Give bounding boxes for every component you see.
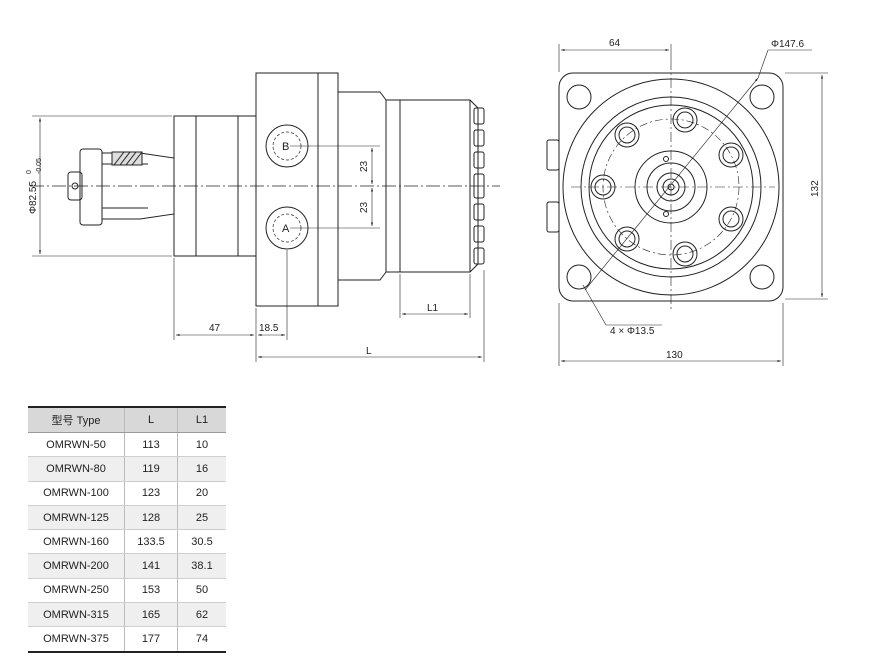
dim-23-upper: 23 — [359, 160, 370, 172]
dim-23-lower: 23 — [359, 201, 370, 213]
table-row: OMRWN-125 128 25 — [28, 505, 226, 531]
table-row: OMRWN-375 177 74 — [28, 626, 226, 653]
technical-drawing: Φ82.55 0 -0.05 47 18.5 L L1 23 23 B A — [26, 38, 828, 366]
dim-holes: 4 × Φ13.5 — [610, 326, 655, 337]
front-dimension-lines — [558, 44, 828, 366]
cell-type: OMRWN-160 — [28, 529, 125, 555]
cell-l1: 74 — [177, 626, 226, 653]
cell-type: OMRWN-315 — [28, 602, 125, 628]
cell-l1: 30.5 — [177, 529, 226, 555]
cell-l1: 25 — [177, 505, 226, 531]
side-view — [30, 72, 500, 362]
cell-l1: 20 — [177, 481, 226, 506]
housing — [255, 72, 485, 307]
dim-47: 47 — [209, 323, 221, 334]
table-row: OMRWN-160 133.5 30.5 — [28, 529, 226, 555]
cell-type: OMRWN-100 — [28, 481, 125, 506]
dim-132: 132 — [810, 180, 821, 197]
cell-l: 177 — [124, 626, 178, 653]
cell-l1: 10 — [177, 432, 226, 458]
dim-18-5: 18.5 — [259, 323, 279, 334]
table-row: OMRWN-80 119 16 — [28, 456, 226, 482]
dim-bolt-circle: Φ147.6 — [771, 39, 804, 50]
cell-type: OMRWN-80 — [28, 456, 125, 482]
cell-l1: 16 — [177, 456, 226, 482]
cell-type: OMRWN-250 — [28, 578, 125, 604]
dim-flange-dia: Φ82.55 — [28, 181, 39, 214]
cell-l: 123 — [124, 481, 178, 506]
port-a-label: A — [282, 223, 290, 235]
table-row: OMRWN-250 153 50 — [28, 578, 226, 604]
cell-l: 119 — [124, 456, 178, 482]
cell-l: 133.5 — [124, 529, 178, 555]
cell-type: OMRWN-125 — [28, 505, 125, 531]
table-row: OMRWN-200 141 38.1 — [28, 553, 226, 579]
front-view — [546, 44, 828, 366]
cell-l: 141 — [124, 553, 178, 579]
cell-l1: 62 — [177, 602, 226, 628]
header-l: L — [124, 406, 178, 433]
shaft — [67, 148, 175, 226]
side-dimension-lines — [32, 115, 485, 362]
dim-l: L — [366, 346, 372, 357]
cell-l: 113 — [124, 432, 178, 458]
table-row: OMRWN-315 165 62 — [28, 602, 226, 628]
header-type: 型号 Type — [28, 406, 125, 433]
port-b-label: B — [282, 141, 289, 153]
dim-flange-tol-upper: 0 — [26, 170, 33, 174]
dim-flange-tol-lower: -0.05 — [36, 158, 43, 174]
table-row: OMRWN-50 113 10 — [28, 432, 226, 458]
cell-type: OMRWN-50 — [28, 432, 125, 458]
dim-64: 64 — [609, 38, 621, 49]
mounting-holes — [566, 84, 775, 290]
cell-l: 165 — [124, 602, 178, 628]
header-l1: L1 — [177, 406, 226, 433]
dim-130: 130 — [666, 350, 683, 361]
cell-type: OMRWN-200 — [28, 553, 125, 579]
spec-table: 型号 Type L L1 OMRWN-50 113 10 OMRWN-80 11… — [28, 406, 226, 653]
dim-l1: L1 — [427, 303, 439, 314]
cell-l: 153 — [124, 578, 178, 604]
cell-type: OMRWN-375 — [28, 626, 125, 653]
table-header-row: 型号 Type L L1 — [28, 406, 226, 433]
table-row: OMRWN-100 123 20 — [28, 481, 226, 506]
cell-l: 128 — [124, 505, 178, 531]
cell-l1: 50 — [177, 578, 226, 604]
cell-l1: 38.1 — [177, 553, 226, 579]
